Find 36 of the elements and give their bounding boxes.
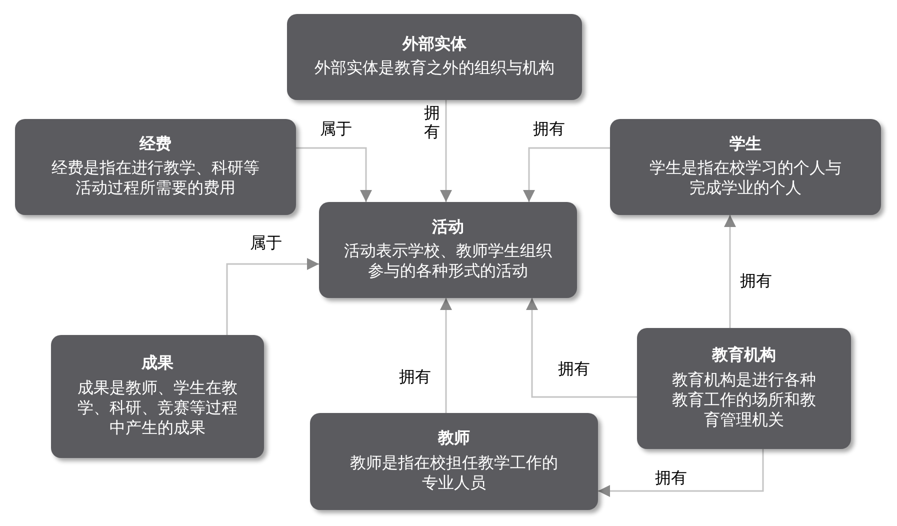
concept-box (310, 413, 598, 510)
box-description: 教育机构是进行各种教育工作的场所和教育管理机关 (671, 370, 817, 431)
edge-label: 拥有 (533, 120, 565, 140)
connector-arrow (226, 258, 319, 335)
edge-label: 属于 (250, 234, 282, 254)
box-description: 经费是指在进行教学、科研等活动过程所需要的费用 (50, 159, 260, 200)
edge-label: 拥有 (558, 360, 590, 380)
connector-arrow (440, 100, 452, 202)
concept-box (15, 119, 296, 215)
box-description: 学生是指在校学习的个人与完成学业的个人 (648, 159, 842, 200)
edge-label: 属于 (320, 120, 352, 140)
concept-box (287, 14, 582, 100)
box-title: 教师 (438, 429, 470, 450)
box-title: 经费 (140, 134, 172, 155)
box-title: 教育机构 (712, 346, 776, 366)
box-title: 学生 (730, 134, 762, 155)
box-description: 活动表示学校、教师学生组织参与的各种形式的活动 (343, 242, 553, 282)
box-title: 活动 (432, 218, 464, 238)
concept-box (51, 335, 264, 458)
connector-arrow (526, 298, 637, 398)
edge-label: 拥有 (740, 272, 772, 292)
connector-arrow (523, 147, 610, 202)
connector-arrow (296, 147, 372, 202)
concept-box (637, 328, 851, 449)
box-title: 成果 (142, 354, 174, 374)
connector-arrow (724, 215, 736, 328)
box-title: 外部实体 (402, 34, 466, 55)
concept-box (319, 202, 577, 298)
edge-label: 拥有 (655, 469, 687, 488)
box-description: 成果是教师、学生在教学、科研、竞赛等过程中产生的成果 (76, 378, 238, 439)
edge-label: 拥有 (399, 368, 431, 388)
box-description: 教师是指在校担任教学工作的专业人员 (349, 454, 559, 494)
connector-arrow (440, 298, 452, 413)
connector-arrow (598, 449, 764, 497)
concept-box (610, 119, 881, 215)
box-description: 外部实体是教育之外的组织与机构 (314, 59, 554, 80)
